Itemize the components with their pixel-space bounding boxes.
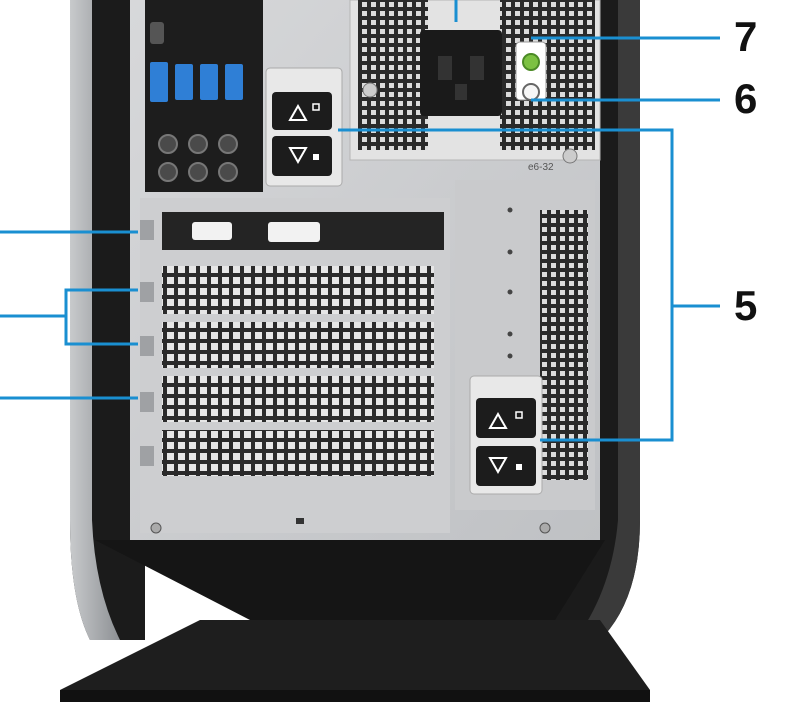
- lock-icon: [313, 154, 319, 160]
- unlock-icon: [515, 411, 523, 419]
- unlock-icon: [312, 103, 320, 111]
- triangle-up-icon: [488, 411, 508, 429]
- callout-number-6: 6: [734, 75, 758, 122]
- audio-jack[interactable]: [218, 162, 238, 182]
- usb-ports: [150, 62, 243, 102]
- audio-jack[interactable]: [188, 134, 208, 154]
- callout-lines: [0, 0, 720, 442]
- tower-stand: [60, 540, 650, 702]
- callout-number-5: 5: [734, 282, 758, 329]
- displayport-port[interactable]: [268, 222, 320, 242]
- callout-line-left-2: [0, 288, 138, 318]
- slot-cover: [162, 266, 434, 314]
- usb-port[interactable]: [175, 64, 193, 100]
- usb-port[interactable]: [150, 62, 168, 102]
- callout-line-5: [338, 128, 720, 308]
- usb-port[interactable]: [200, 64, 218, 100]
- triangle-up-icon: [288, 103, 308, 121]
- audio-jack[interactable]: [158, 162, 178, 182]
- audio-jacks: [158, 134, 238, 182]
- triangle-down-icon: [288, 147, 308, 165]
- slot-cover: [162, 376, 434, 422]
- latch-release-up[interactable]: [476, 398, 536, 438]
- top-latch-assembly: [265, 67, 343, 187]
- audio-jack[interactable]: [188, 162, 208, 182]
- graphics-card-bracket: [162, 212, 444, 250]
- audio-jack[interactable]: [158, 134, 178, 154]
- callout-line-5-lower: [540, 306, 674, 442]
- hdmi-port[interactable]: [192, 222, 232, 240]
- io-panel: [145, 0, 263, 192]
- expansion-slots: [140, 198, 450, 533]
- side-panel: [455, 180, 595, 510]
- power-supply-diagnostic-light: [522, 53, 540, 71]
- power-connector[interactable]: [420, 30, 502, 116]
- latch-release-down[interactable]: [476, 446, 536, 486]
- audio-jack[interactable]: [218, 134, 238, 154]
- screw-label: e6-32: [528, 162, 554, 173]
- usb-port[interactable]: [225, 64, 243, 100]
- callout-number-7: 7: [734, 13, 758, 60]
- power-supply-diagnostic-button[interactable]: [522, 83, 540, 101]
- triangle-down-icon: [488, 457, 508, 475]
- slot-cover: [162, 322, 434, 368]
- callout-line-left-2b: [64, 316, 138, 346]
- slot-cover: [162, 430, 434, 476]
- lock-icon: [516, 464, 522, 470]
- power-supply: e6-32: [349, 0, 601, 173]
